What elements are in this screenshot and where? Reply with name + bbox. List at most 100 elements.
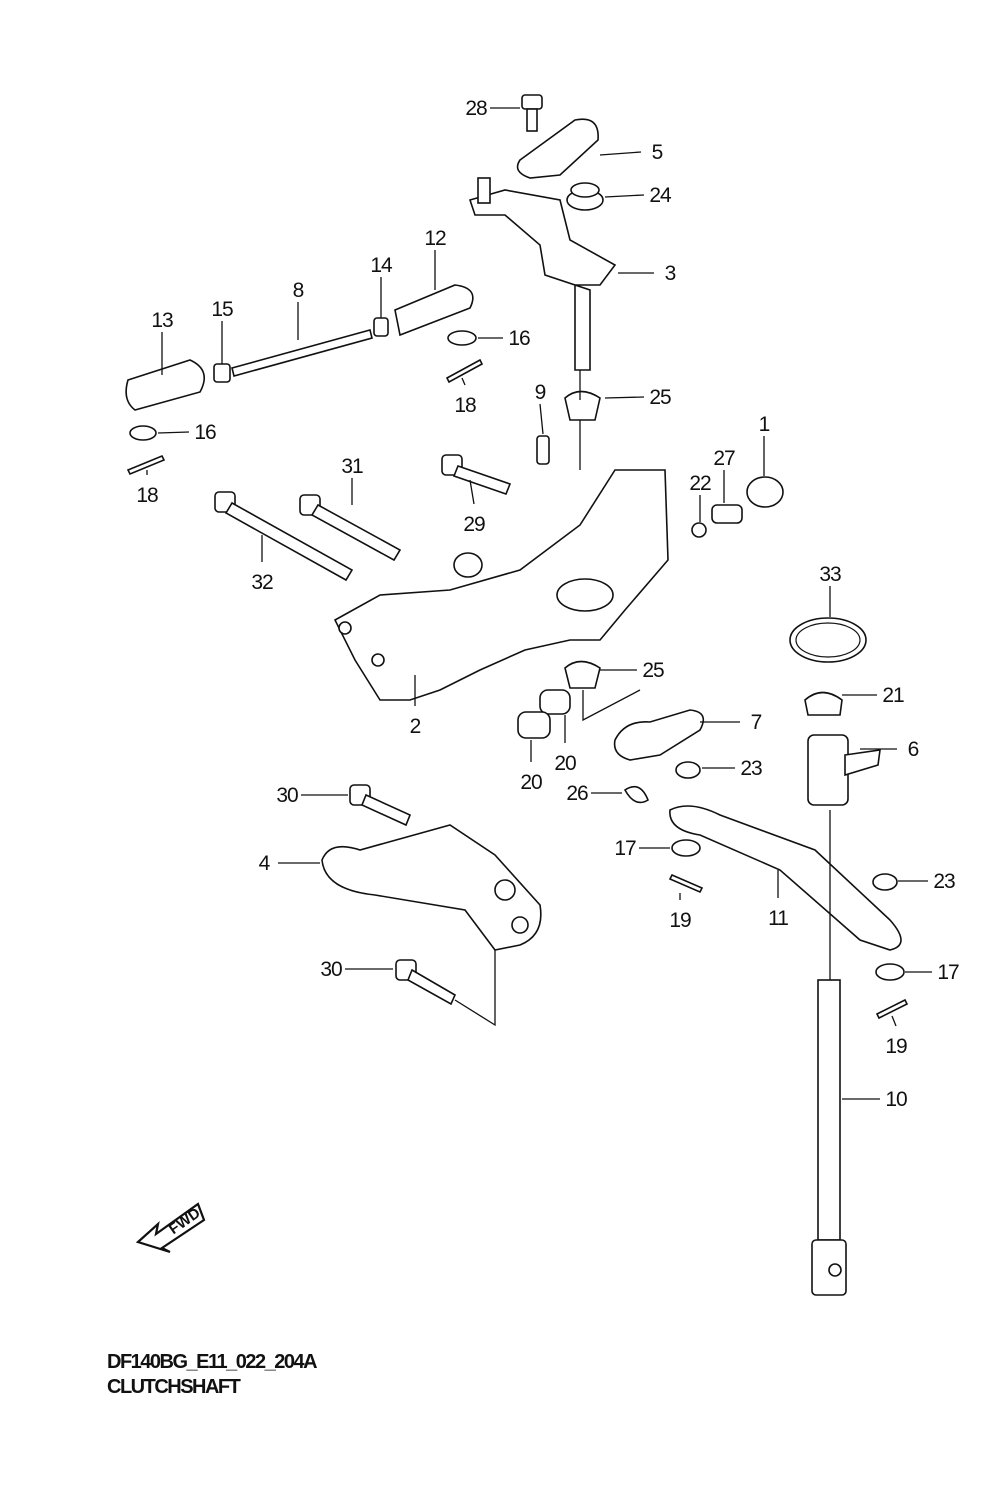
leader-line xyxy=(469,479,475,505)
callout-11: 11 xyxy=(768,870,789,930)
housing-2 xyxy=(333,469,669,701)
callout-21: 21 xyxy=(842,684,905,707)
bushing-23 xyxy=(675,761,898,891)
callout-number: 7 xyxy=(751,711,762,734)
callout-number: 11 xyxy=(768,907,788,930)
callout-24: 24 xyxy=(604,184,673,207)
callout-23: 23 xyxy=(898,870,956,893)
leader-line xyxy=(539,403,544,435)
rod-end-13 xyxy=(125,359,206,411)
callout-27: 27 xyxy=(713,447,736,503)
callout-12: 12 xyxy=(424,227,447,290)
lever-3 xyxy=(468,177,617,371)
bolt-31 xyxy=(299,494,402,562)
bushing-24 xyxy=(566,182,604,211)
bushing-20 xyxy=(517,689,571,739)
callout-number: 12 xyxy=(424,227,446,250)
callout-2: 2 xyxy=(410,675,422,738)
callout-5: 5 xyxy=(599,141,664,164)
callout-10: 10 xyxy=(842,1088,908,1111)
callout-number: 8 xyxy=(293,279,304,302)
leader-line xyxy=(157,431,190,434)
callout-number: 29 xyxy=(463,513,485,536)
callout-number: 18 xyxy=(454,394,476,417)
callout-26: 26 xyxy=(566,782,622,805)
leader-line xyxy=(891,1015,897,1027)
callout-15: 15 xyxy=(211,298,234,364)
callout-20: 20 xyxy=(554,715,577,775)
callout-number: 23 xyxy=(740,757,762,780)
callout-number: 6 xyxy=(908,738,919,761)
callout-number: 2 xyxy=(410,715,421,738)
callout-32: 32 xyxy=(251,535,274,594)
callout-4: 4 xyxy=(259,852,320,875)
callout-number: 17 xyxy=(614,837,636,860)
callout-30: 30 xyxy=(276,784,348,807)
callout-23: 23 xyxy=(702,757,763,780)
callout-7: 7 xyxy=(700,711,763,734)
callout-number: 19 xyxy=(885,1035,907,1058)
callout-9: 9 xyxy=(535,381,547,435)
callout-16: 16 xyxy=(157,421,217,444)
spring-27 xyxy=(711,504,743,524)
callout-19: 19 xyxy=(885,1015,908,1058)
callout-31: 31 xyxy=(341,455,364,505)
callout-number: 3 xyxy=(665,262,676,285)
washer-17 xyxy=(671,839,905,981)
diagram-code: DF140BG_E11_022_204A xyxy=(107,1351,318,1373)
callout-number: 4 xyxy=(259,852,271,875)
pin-18 xyxy=(126,358,484,476)
callout-number: 15 xyxy=(211,298,233,321)
bolt-28 xyxy=(521,94,543,132)
callout-number: 17 xyxy=(937,961,959,984)
ball-22 xyxy=(691,522,707,538)
callout-number: 10 xyxy=(885,1088,907,1111)
callout-number: 30 xyxy=(320,958,342,981)
arm-6 xyxy=(807,734,881,806)
callout-number: 22 xyxy=(689,472,711,495)
callout-number: 28 xyxy=(465,97,487,120)
nut-14 xyxy=(373,317,389,337)
link-11 xyxy=(669,805,902,951)
callout-number: 26 xyxy=(566,782,588,805)
callout-16: 16 xyxy=(478,327,531,350)
pin-19 xyxy=(668,873,909,1020)
arm-7 xyxy=(613,709,705,761)
callout-number: 14 xyxy=(370,254,393,277)
callout-number: 16 xyxy=(194,421,216,444)
callout-number: 32 xyxy=(251,571,273,594)
callout-number: 13 xyxy=(151,309,173,332)
callout-3: 3 xyxy=(618,262,677,285)
callout-1: 1 xyxy=(759,413,771,476)
diagram-title: CLUTCHSHAFT xyxy=(107,1376,241,1398)
bracket-4 xyxy=(321,824,542,951)
callout-28: 28 xyxy=(465,97,520,120)
rod-8 xyxy=(231,329,373,377)
callout-number: 9 xyxy=(535,381,546,404)
callout-8: 8 xyxy=(293,279,305,340)
callout-25: 25 xyxy=(600,659,665,682)
seal-25 xyxy=(564,390,601,689)
callout-25: 25 xyxy=(604,386,672,409)
callout-14: 14 xyxy=(370,254,394,318)
bolt-30 xyxy=(349,784,457,1006)
callout-6: 6 xyxy=(860,738,920,761)
clutch-shaft-10 xyxy=(811,979,847,1296)
callout-29: 29 xyxy=(463,479,486,536)
callout-22: 22 xyxy=(689,472,712,522)
leader-line xyxy=(461,377,466,386)
rod-end-12 xyxy=(394,284,474,337)
arm-5 xyxy=(516,118,599,179)
callout-18: 18 xyxy=(454,377,477,417)
callout-number: 25 xyxy=(642,659,664,682)
callout-number: 18 xyxy=(136,484,158,507)
callout-number: 20 xyxy=(554,752,576,775)
callout-13: 13 xyxy=(151,309,174,375)
plug-1 xyxy=(746,476,784,508)
callout-number: 27 xyxy=(713,447,735,470)
washer-16 xyxy=(129,330,477,441)
callout-18: 18 xyxy=(136,470,159,507)
guide-lines xyxy=(454,370,831,1027)
